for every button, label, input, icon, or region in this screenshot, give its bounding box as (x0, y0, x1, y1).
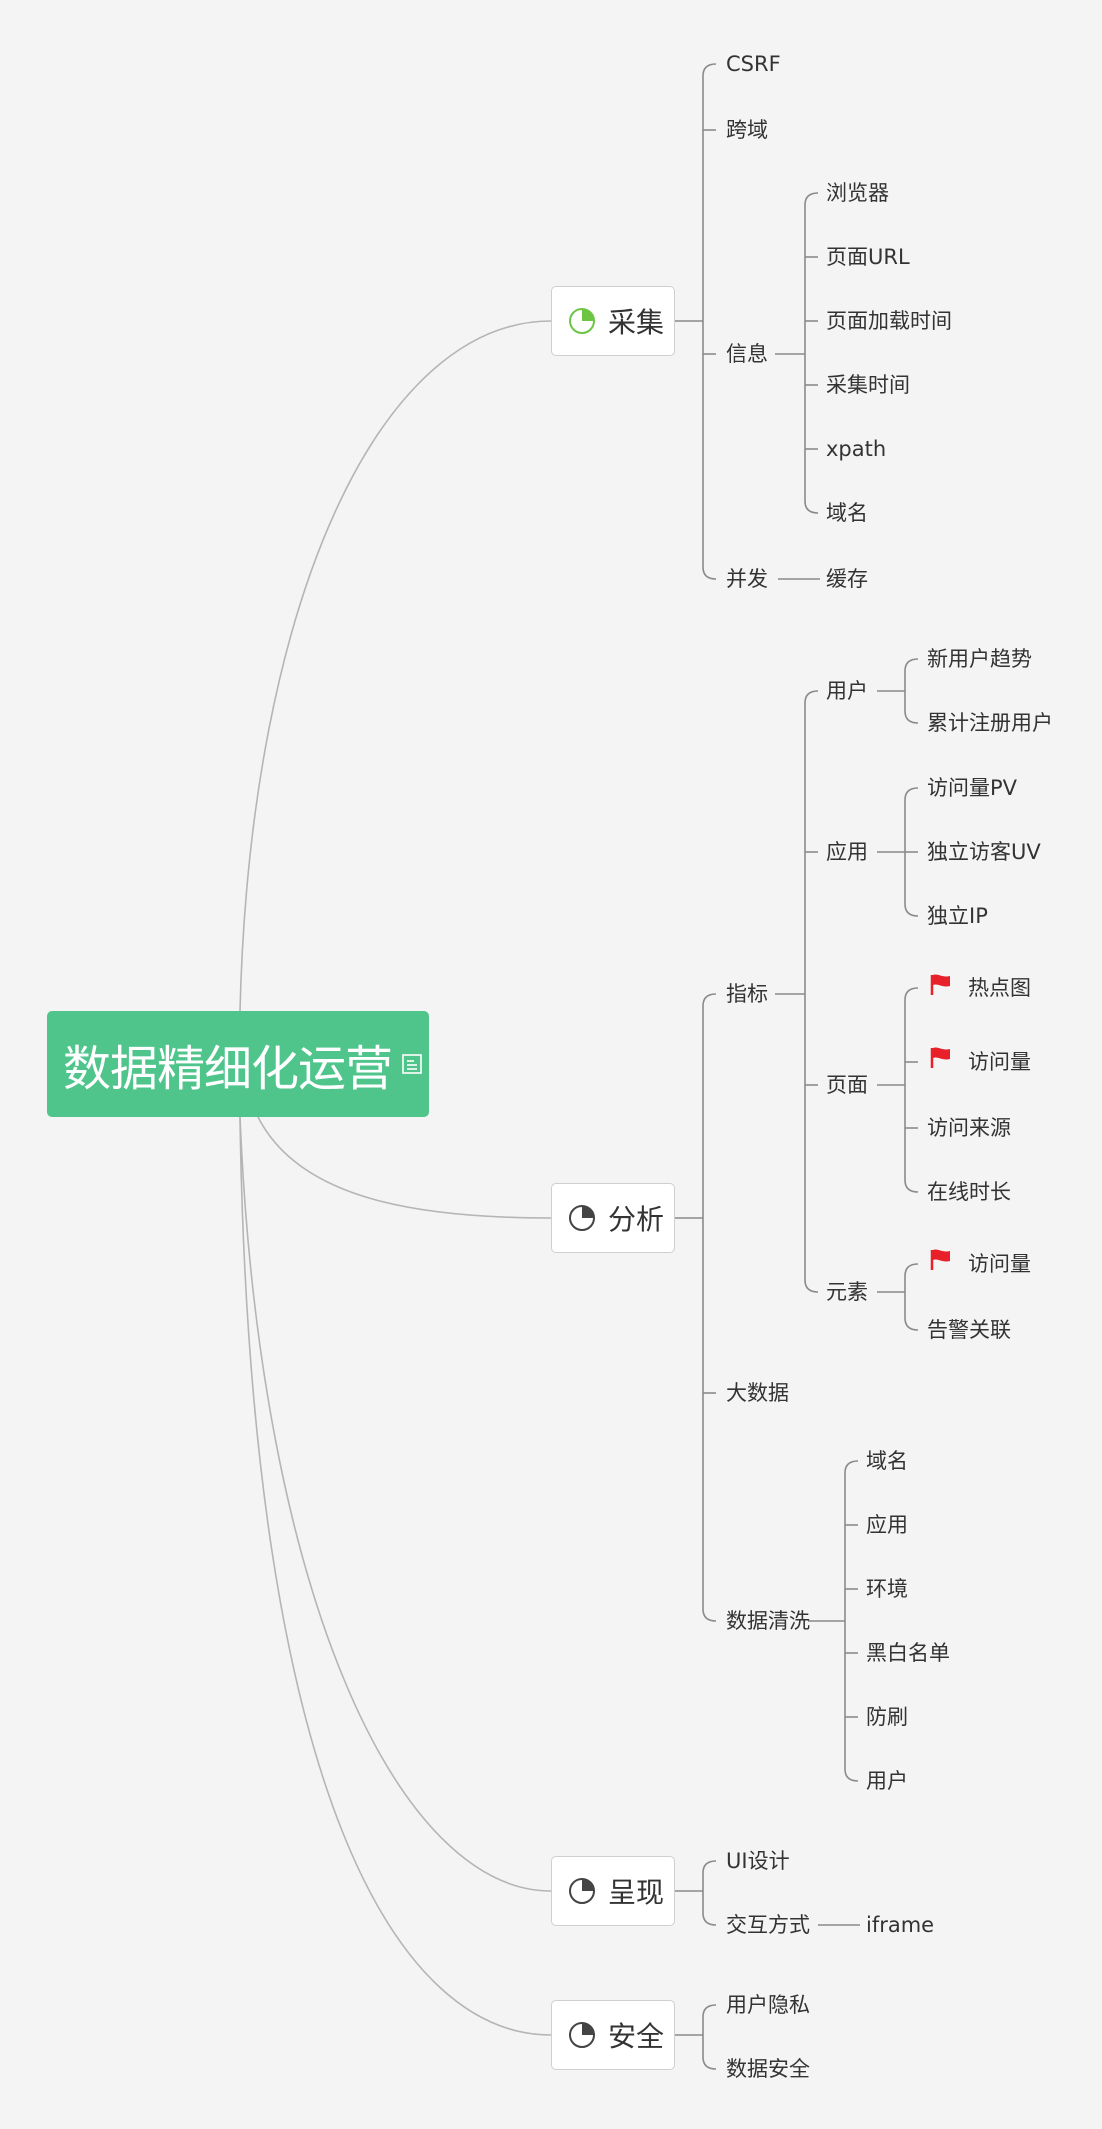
topic-page-url[interactable]: 页面URL (826, 245, 910, 269)
topic-data-cleaning[interactable]: 数据清洗 (726, 1609, 810, 1633)
topic-online-time[interactable]: 在线时长 (927, 1180, 1011, 1204)
root-topic[interactable]: 数据精细化运营 (47, 1011, 429, 1117)
topic-big-data[interactable]: 大数据 (726, 1381, 789, 1405)
branch-label: 分析 (608, 1203, 665, 1236)
topic-ui-design[interactable]: UI设计 (726, 1849, 790, 1873)
topic-page-load-time[interactable]: 页面加载时间 (826, 309, 952, 333)
topic-domain[interactable]: 域名 (826, 501, 868, 525)
topic-interaction[interactable]: 交互方式 (726, 1913, 810, 1937)
topic-cross-domain[interactable]: 跨域 (726, 118, 768, 142)
topic-heatmap[interactable]: 热点图 (968, 976, 1031, 1000)
topic-user[interactable]: 用户 (826, 679, 868, 703)
topic-clean-blacklist[interactable]: 黑白名单 (866, 1641, 950, 1665)
topic-clean-antibrush[interactable]: 防刷 (866, 1705, 908, 1729)
root-title: 数据精细化运营 (63, 1041, 393, 1097)
topic-new-user-trend[interactable]: 新用户趋势 (927, 647, 1032, 671)
progress-quarter-icon (569, 2022, 595, 2048)
topic-browser[interactable]: 浏览器 (826, 181, 889, 205)
note-icon[interactable] (402, 1053, 422, 1075)
topic-element[interactable]: 元素 (826, 1280, 868, 1304)
topic-registered-users[interactable]: 累计注册用户 (927, 711, 1053, 735)
topic-page-visits[interactable]: 访问量 (968, 1050, 1031, 1074)
topic-clean-env[interactable]: 环境 (866, 1577, 908, 1601)
topic-clean-user[interactable]: 用户 (866, 1769, 908, 1793)
topic-data-security[interactable]: 数据安全 (726, 2057, 810, 2081)
topic-info[interactable]: 信息 (726, 342, 768, 366)
topic-iframe[interactable]: iframe (866, 1913, 935, 1937)
topic-clean-app[interactable]: 应用 (866, 1513, 908, 1537)
topic-uv[interactable]: 独立访客UV (927, 840, 1041, 864)
topic-cache[interactable]: 缓存 (826, 567, 868, 591)
branch-security[interactable]: 安全 (551, 2000, 675, 2070)
branch-analysis[interactable]: 分析 (551, 1183, 675, 1253)
topic-app[interactable]: 应用 (826, 840, 868, 864)
topic-metrics[interactable]: 指标 (726, 982, 768, 1006)
red-flag-icon (930, 1249, 950, 1270)
topic-collect-time[interactable]: 采集时间 (826, 373, 910, 397)
topic-page[interactable]: 页面 (826, 1073, 868, 1097)
topic-concurrency[interactable]: 并发 (726, 567, 768, 591)
branch-collect[interactable]: 采集 (551, 286, 675, 356)
topic-element-visits[interactable]: 访问量 (968, 1252, 1031, 1276)
topic-clean-domain[interactable]: 域名 (866, 1449, 908, 1473)
topic-ip[interactable]: 独立IP (927, 904, 988, 928)
progress-quarter-icon (569, 308, 595, 334)
topic-xpath[interactable]: xpath (826, 437, 887, 461)
topic-pv[interactable]: 访问量PV (927, 776, 1018, 800)
branch-label: 安全 (608, 2020, 665, 2053)
topic-user-privacy[interactable]: 用户隐私 (726, 1993, 810, 2017)
red-flag-icon (930, 974, 950, 995)
red-flag-icon (930, 1047, 950, 1068)
progress-quarter-icon (569, 1878, 595, 1904)
branch-label: 采集 (608, 306, 665, 339)
progress-quarter-icon (569, 1205, 595, 1231)
topic-visit-source[interactable]: 访问来源 (927, 1116, 1011, 1140)
branch-present[interactable]: 呈现 (551, 1856, 675, 1926)
branch-label: 呈现 (608, 1876, 665, 1909)
topic-alert-link[interactable]: 告警关联 (927, 1318, 1011, 1342)
topic-csrf[interactable]: CSRF (726, 52, 781, 76)
